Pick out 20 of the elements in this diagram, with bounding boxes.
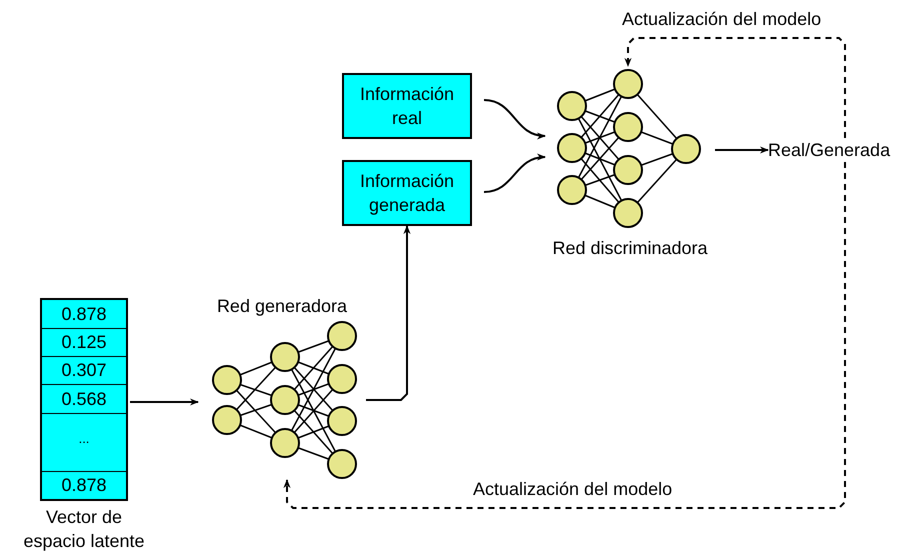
arrow — [366, 225, 411, 401]
dashed-arrow — [624, 37, 846, 138]
dashed-arrow — [283, 162, 846, 509]
data-box: Información generada — [342, 160, 472, 226]
vector-column — [40, 298, 128, 501]
arrow — [715, 146, 769, 154]
vector-caption: Vector de espacio latente — [22, 506, 146, 553]
vector-value: 0.307 — [41, 356, 127, 385]
vector-value: 0.125 — [41, 328, 127, 357]
output-label: Real/Generada — [768, 138, 917, 162]
arrow — [484, 154, 546, 193]
data-box: Información real — [342, 73, 472, 139]
vector-value: 0.568 — [41, 384, 127, 414]
arrow — [130, 398, 199, 406]
network-title: Red discriminadora — [551, 237, 709, 260]
vector-value: ... — [41, 413, 127, 472]
vector-value: 0.878 — [41, 471, 127, 500]
vector-value: 0.878 — [41, 299, 127, 329]
arrow — [484, 99, 546, 139]
network-title: Red generadora — [216, 295, 348, 318]
